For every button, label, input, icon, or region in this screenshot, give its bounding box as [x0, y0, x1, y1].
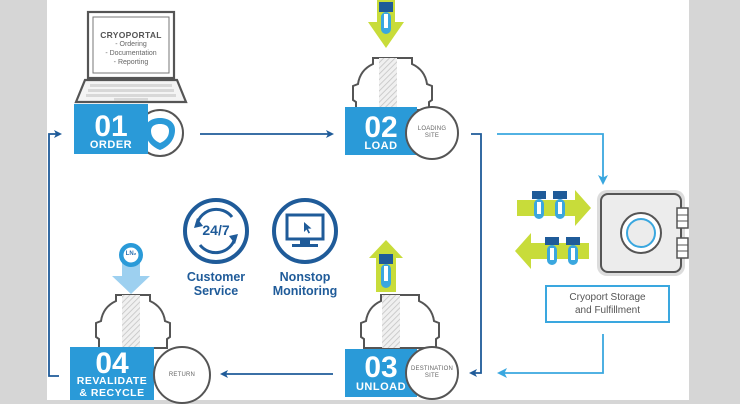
step-label: LOAD [364, 140, 398, 152]
feature-line1: Customer [186, 270, 246, 284]
portal-title: CRYOPORTAL [100, 30, 162, 40]
site-label: RETURN [168, 371, 196, 378]
destination-site-badge: DESTINATION SITE [405, 346, 459, 400]
tube-exchange-icon [515, 190, 591, 269]
step-label: UNLOAD [355, 381, 407, 393]
flow-arrow-load-to-unload [469, 133, 482, 377]
step-number: 02 [364, 111, 398, 144]
storage-label-box: Cryoport Storage and Fulfillment [545, 285, 670, 323]
feature-line2: Monitoring [272, 284, 338, 298]
step-01-order: 01 ORDER [74, 104, 148, 154]
monitor-cursor-icon [272, 198, 338, 264]
dewar-icon-return [95, 294, 171, 349]
storage-line2: and Fulfillment [574, 305, 641, 316]
portal-item-reporting: - Reporting [113, 59, 149, 66]
ln2-label: LN₂ [125, 251, 137, 257]
site-label: LOADING SITE [417, 126, 447, 139]
feature-customer-service: Customer Service [171, 270, 261, 298]
flow-arrow-load-to-storage [497, 133, 608, 185]
step-number: 04 [95, 347, 129, 380]
shield-icon [136, 109, 184, 157]
step-04-revalidate-recycle: 04 REVALIDATE & RECYCLE [70, 347, 154, 400]
dewar-icon-load [352, 57, 433, 111]
clock-24-7-icon [183, 198, 249, 264]
feature-nonstop-monitoring: Nonstop Monitoring [260, 270, 350, 298]
portal-item-ordering: - Ordering [115, 41, 147, 48]
laptop-icon [74, 10, 188, 104]
flow-arrow-storage-to-unload [497, 334, 604, 378]
storage-line1: Cryoport Storage [569, 292, 646, 303]
ln2-down-arrow-icon [112, 243, 150, 294]
cryoportal-screen: CRYOPORTAL - Ordering - Documentation - … [94, 30, 168, 67]
return-badge: RETURN [153, 346, 211, 404]
flow-arrow-return-to-order [48, 130, 62, 377]
site-label: DESTINATION SITE [410, 366, 454, 379]
loading-site-badge: LOADING SITE [405, 106, 459, 160]
step-label-line2: & RECYCLE [79, 387, 145, 399]
step-number: 01 [94, 110, 128, 143]
tube-down-arrow-icon [368, 0, 404, 48]
step-label-line1: REVALIDATE [76, 375, 148, 387]
tube-up-arrow-icon [369, 240, 403, 292]
feature-line2: Service [193, 284, 239, 298]
dewar-icon-unload [360, 294, 440, 349]
step-label: ORDER [89, 139, 133, 151]
feature-line1: Nonstop [279, 270, 331, 284]
portal-item-documentation: - Documentation [105, 50, 157, 57]
step-02-load: 02 LOAD [345, 107, 417, 155]
vault-icon [597, 190, 689, 276]
step-number: 03 [364, 351, 398, 384]
clock-24-7-text: 24/7 [202, 222, 230, 238]
